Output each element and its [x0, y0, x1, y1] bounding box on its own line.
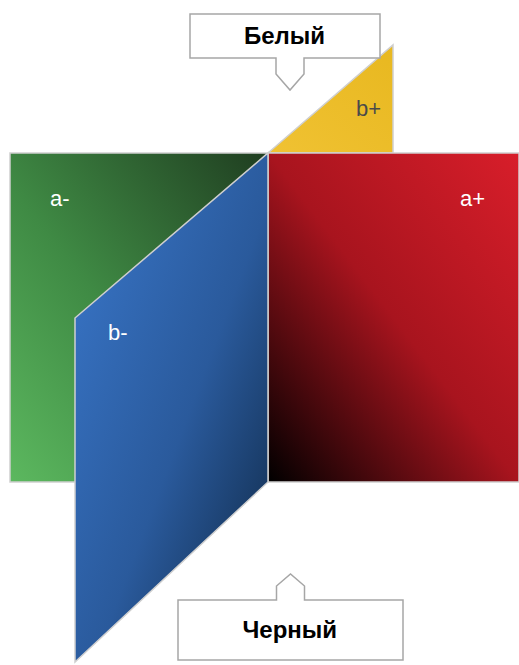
axis-label: a-	[50, 188, 70, 210]
callout-text: Белый	[244, 24, 325, 48]
callout-shape	[178, 574, 403, 660]
axis-label: a+	[460, 188, 485, 210]
callout-text: Черный	[243, 618, 338, 642]
callout-box: Белый	[190, 14, 380, 90]
axis-label: b-	[108, 322, 128, 344]
callout-box: Черный	[178, 574, 403, 660]
axis-label: b+	[356, 98, 381, 120]
b-minus-plane	[75, 153, 268, 662]
a-plus-plane	[268, 153, 519, 482]
